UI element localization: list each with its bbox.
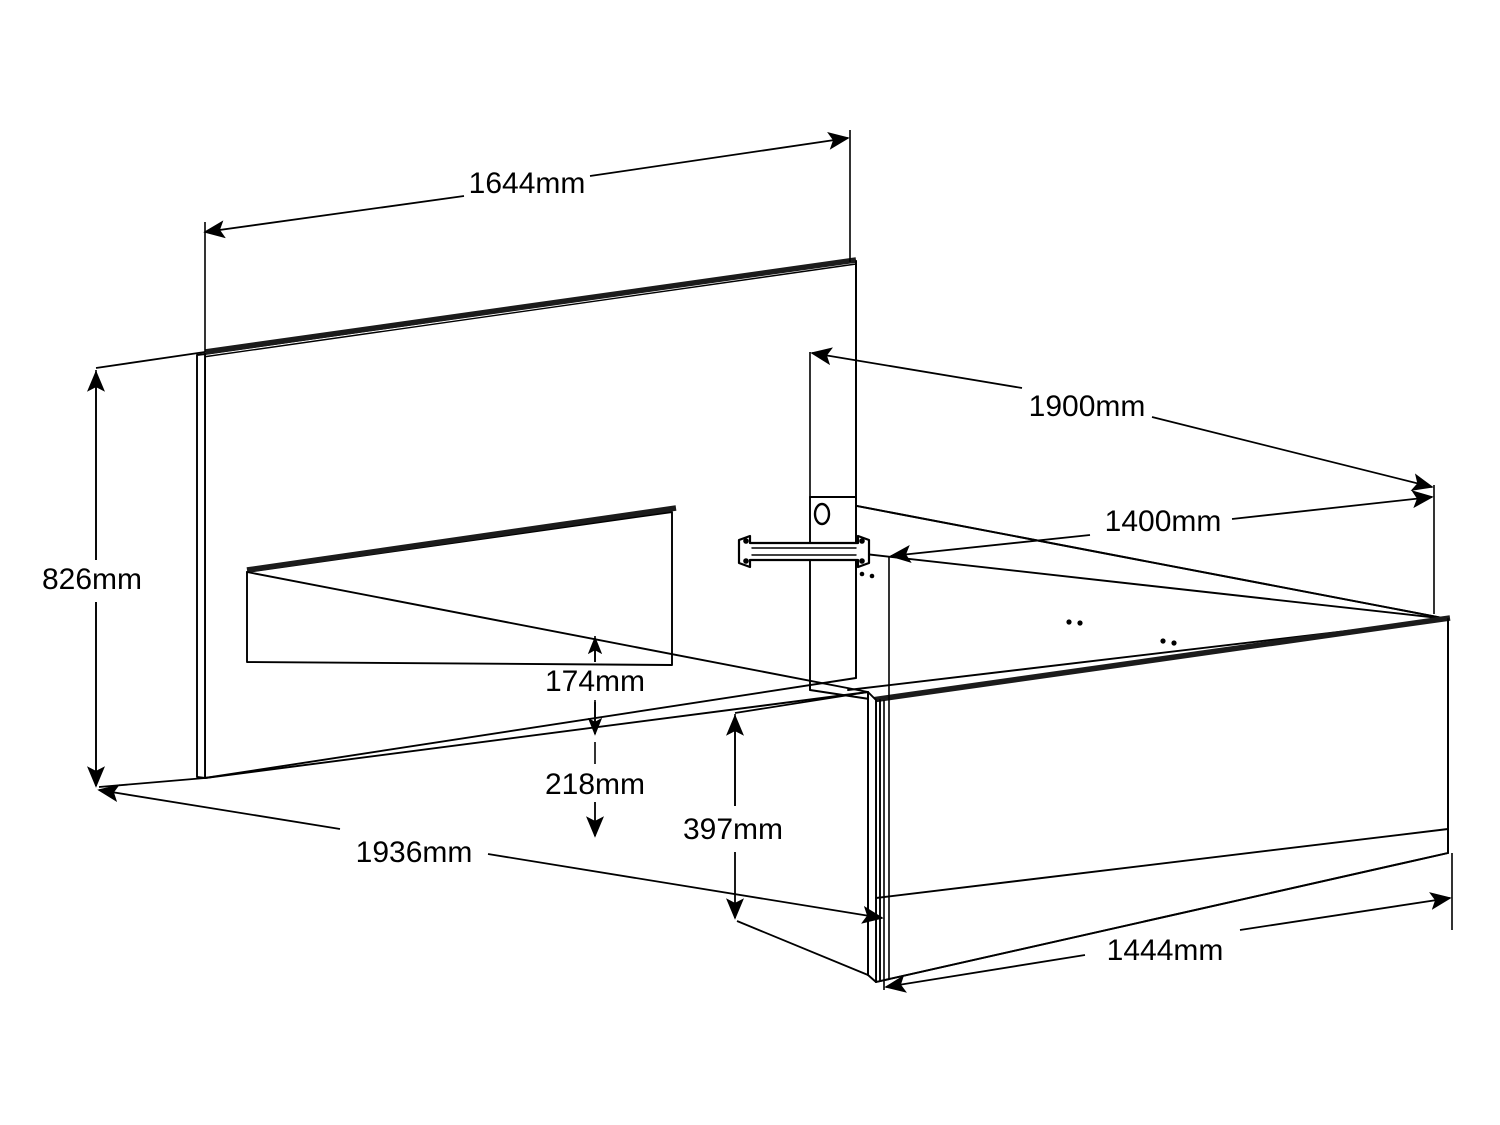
leader-826-to-headboard <box>95 351 206 369</box>
dim-line-1444-left <box>884 954 1086 993</box>
leader-826-bottom-to-frame <box>98 777 206 788</box>
dim-line-1644-left <box>203 195 465 239</box>
headboard-left-thickness <box>196 353 206 779</box>
side-rail-left-top-edge <box>246 505 677 573</box>
dim-line-1936-right <box>487 853 884 924</box>
dim-line-1400-left <box>889 534 1091 563</box>
side-rail-left-panel <box>246 511 673 666</box>
side-rail-right-inner <box>855 552 1449 620</box>
side-rail-near-top-line <box>246 571 869 693</box>
dim-line-1900-right <box>1151 416 1434 491</box>
dim-label-rail-upper-offset: 174mm <box>545 665 645 698</box>
dim-label-bed-width-inner: 1400mm <box>1105 505 1222 538</box>
dim-line-1444-right <box>1239 892 1452 931</box>
dim-label-headboard-height: 826mm <box>42 563 142 596</box>
fastener-dot-markers <box>859 571 1177 646</box>
dim-label-footboard-width: 1444mm <box>1107 934 1224 967</box>
leader-397-top-to-frame <box>734 691 869 714</box>
leader-397-bottom-to-frame <box>736 920 869 976</box>
dim-line-1900-left <box>810 347 1023 389</box>
dim-line-1400-right <box>1231 490 1434 520</box>
side-rail-near-lower-line <box>204 691 869 779</box>
dim-label-footboard-height: 397mm <box>683 813 783 846</box>
bed-frame-geometry <box>196 257 1451 983</box>
dimension-annotations <box>87 130 1453 993</box>
platform-top-surface <box>809 496 1449 620</box>
cam-bolt-fitting <box>737 534 871 569</box>
dim-label-bed-overall-length: 1936mm <box>356 836 473 869</box>
footboard-lower-band-line <box>875 828 1449 899</box>
dim-label-bed-length-outer: 1900mm <box>1029 390 1146 423</box>
dimension-labels: 1644mm 1900mm 1400mm 826mm 174mm 218mm 1… <box>42 167 1223 967</box>
dowel-hole-icon <box>813 502 831 526</box>
headboard-top-edge-line <box>202 263 857 358</box>
footboard-top-edge <box>871 615 1451 703</box>
footboard-bottom-edge <box>875 852 1449 983</box>
headboard-top-edge <box>204 257 857 355</box>
dim-line-1644-right <box>589 131 850 177</box>
dim-label-rail-lower-offset: 218mm <box>545 768 645 801</box>
dim-line-1936-left <box>97 784 341 830</box>
footboard-left-thickness <box>867 691 877 983</box>
dim-label-headboard-width: 1644mm <box>469 167 586 200</box>
